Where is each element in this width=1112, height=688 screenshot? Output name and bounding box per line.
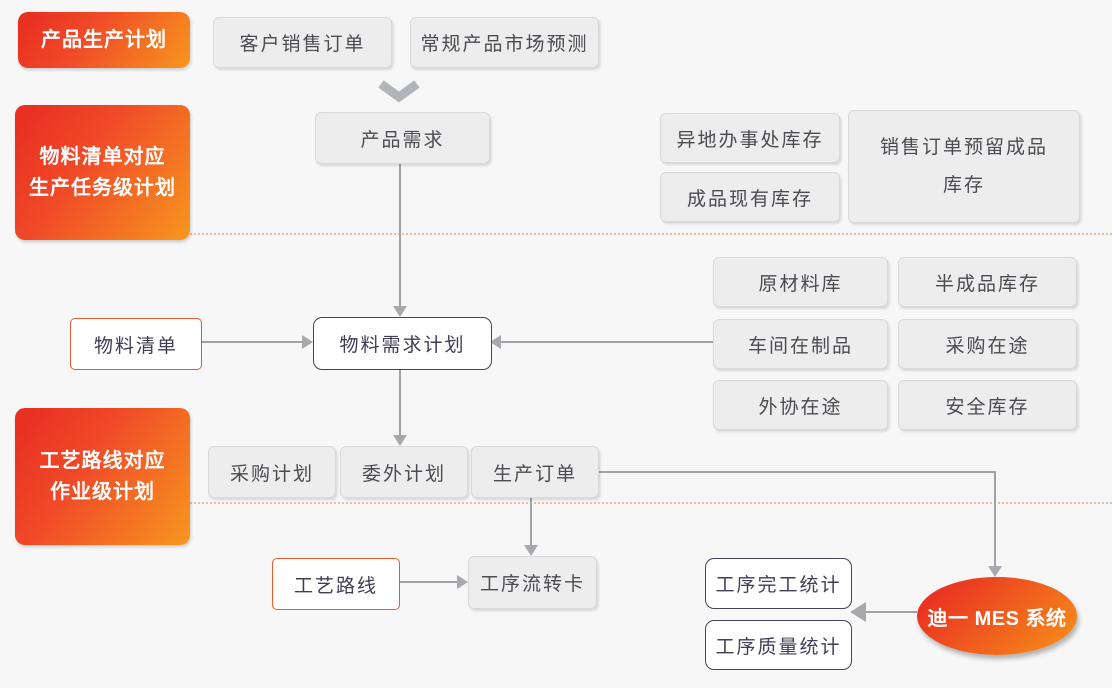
stage-route-operation-level-plan: 工艺路线对应 作业级计划 (15, 408, 190, 545)
connector-mrp-to-outsourcing-plan (399, 368, 401, 436)
node-remote-office-inventory: 异地办事处库存 (660, 113, 840, 163)
node-process-route: 工艺路线 (272, 558, 400, 610)
arrowhead-mrp-to-outsourcing-plan (393, 435, 407, 446)
connector-demand-to-mrp (399, 162, 401, 307)
stage-product-production-plan: 产品生产计划 (18, 12, 190, 68)
stage-label-line2: 作业级计划 (50, 480, 155, 503)
node-purchase-in-transit: 采购在途 (898, 319, 1077, 369)
node-safety-stock: 安全库存 (898, 380, 1077, 430)
stage-label-line1: 工艺路线对应 (39, 449, 166, 472)
arrowhead-bom-to-mrp (302, 335, 313, 349)
node-outsourcing-plan: 委外计划 (340, 446, 468, 498)
connector-wip-to-mrp (501, 341, 713, 343)
divider-dotted-bottom (190, 502, 1112, 504)
node-sales-order-reserved-finished-inventory: 销售订单预留成品库存 (848, 110, 1080, 223)
node-purchase-plan: 采购计划 (208, 446, 336, 498)
arrowhead-production-order-to-card (524, 545, 538, 556)
connector-route-to-card (398, 581, 457, 583)
arrowhead-production-order-to-mes (988, 566, 1002, 577)
arrowhead-wip-to-mrp (490, 335, 501, 349)
node-finished-goods-on-hand: 成品现有库存 (660, 172, 840, 222)
connector-bom-to-mrp (200, 341, 302, 343)
node-mrp: 物料需求计划 (313, 317, 492, 370)
node-regular-product-market-forecast: 常规产品市场预测 (410, 17, 599, 68)
node-semi-finished-inventory: 半成品库存 (898, 257, 1077, 307)
node-process-completion-stats: 工序完工统计 (705, 558, 852, 609)
node-raw-material-warehouse: 原材料库 (713, 257, 888, 307)
node-production-order: 生产订单 (471, 446, 599, 498)
stage-bom-task-level-plan: 物料清单对应 生产任务级计划 (15, 105, 190, 240)
stage-label: 产品生产计划 (41, 28, 167, 51)
arrowhead-mes-to-stats (850, 602, 866, 622)
connector-production-order-to-mes-horizontal (597, 471, 996, 473)
connector-production-order-to-mes-vertical (994, 471, 996, 566)
chevron-down-icon (378, 80, 420, 103)
arrowhead-route-to-card (457, 575, 468, 589)
connector-mes-to-stats (864, 611, 917, 613)
node-customer-sales-order: 客户销售订单 (213, 17, 392, 68)
node-workshop-wip: 车间在制品 (713, 319, 888, 369)
node-product-demand: 产品需求 (315, 112, 490, 164)
node-mes-system: 迪一 MES 系统 (917, 577, 1077, 655)
connector-production-order-to-card (530, 496, 532, 546)
arrowhead-demand-to-mrp (393, 306, 407, 317)
divider-dotted-top (190, 233, 1112, 235)
node-process-quality-stats: 工序质量统计 (705, 620, 852, 670)
node-bom: 物料清单 (70, 318, 202, 370)
node-process-flow-card: 工序流转卡 (468, 556, 597, 609)
node-outsourcing-in-transit: 外协在途 (713, 380, 888, 430)
stage-label-line1: 物料清单对应 (39, 145, 166, 168)
stage-label-line2: 生产任务级计划 (29, 176, 176, 199)
